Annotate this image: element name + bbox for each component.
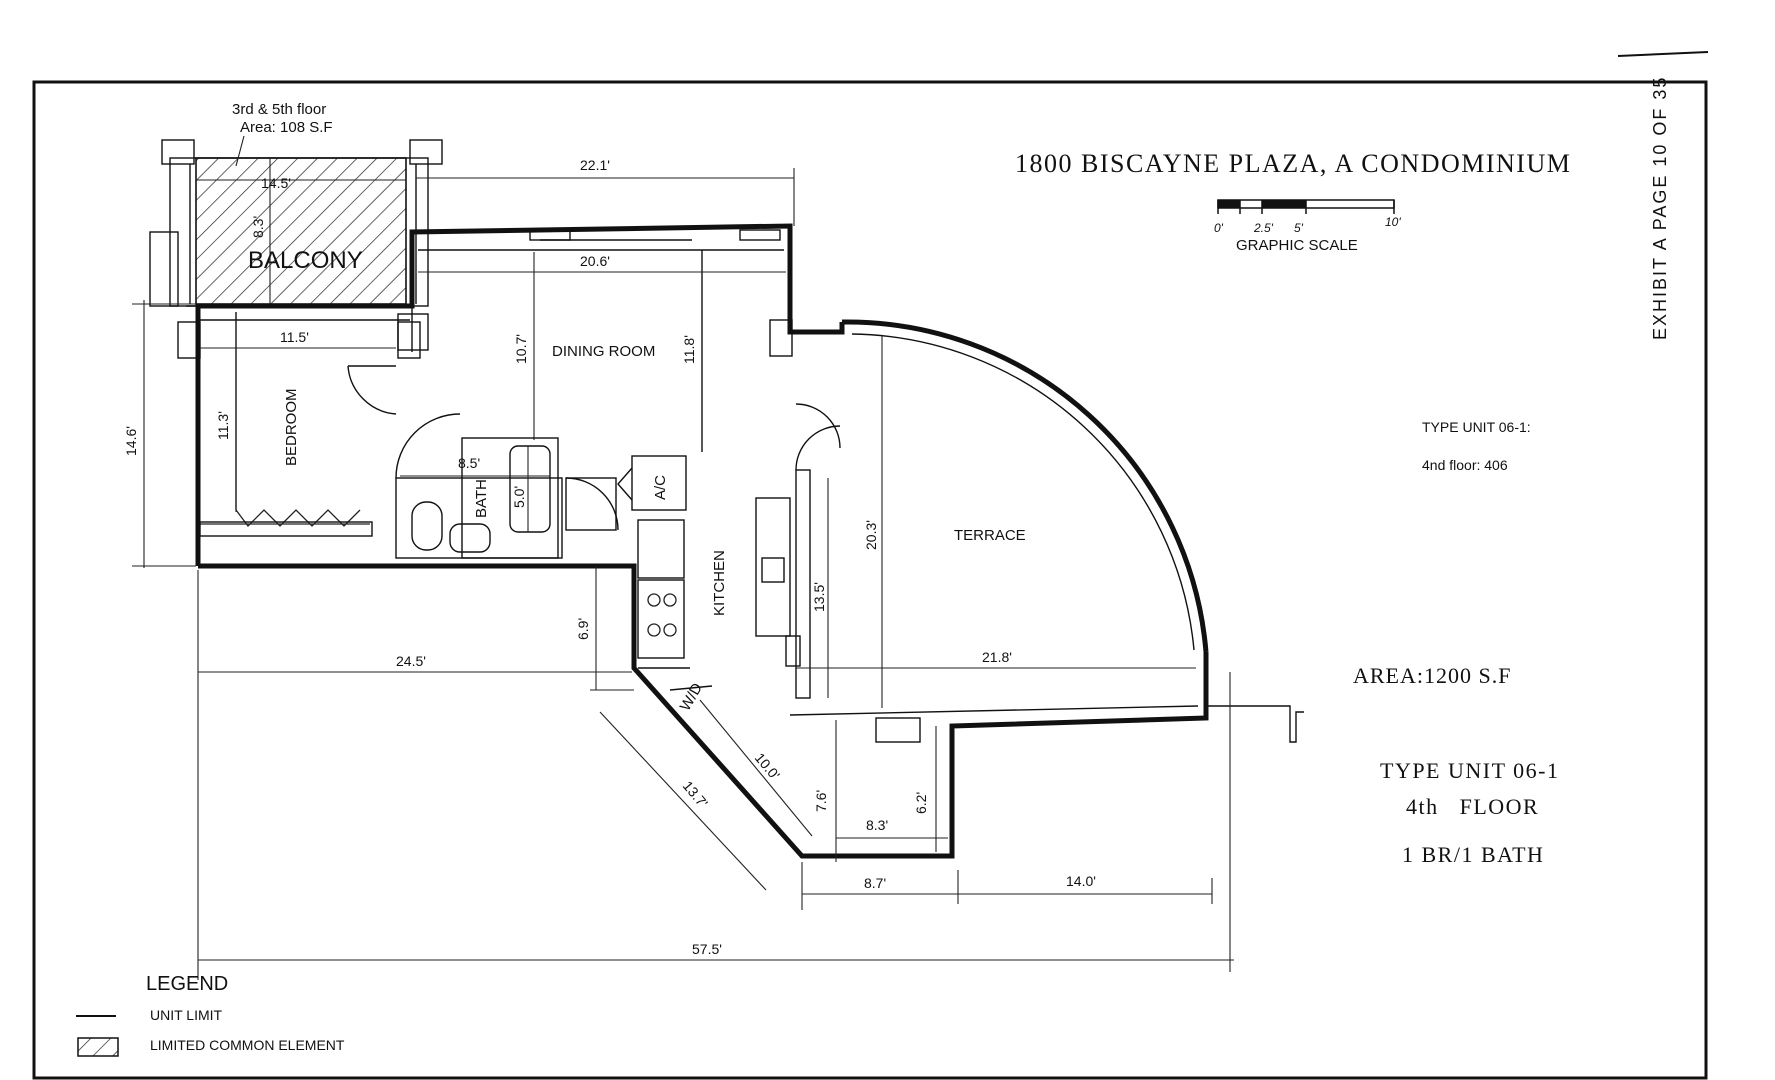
- area-label: AREA:1200 S.F: [1353, 663, 1511, 688]
- dim-bottom-a: 8.7': [864, 875, 886, 891]
- balcony-label: BALCONY: [248, 247, 363, 274]
- legend-title: LEGEND: [146, 973, 228, 995]
- unit-walls: [195, 223, 1209, 859]
- dim-kitchen-height: 13.5': [811, 582, 827, 612]
- unit-floor-note: 4nd floor: 406: [1422, 457, 1508, 473]
- legend-unit-limit-label: UNIT LIMIT: [150, 1007, 223, 1023]
- dim-wd-wall-line: [699, 699, 813, 837]
- unit-type-label: TYPE UNIT 06-1: [1380, 758, 1559, 783]
- sheet-border: [32, 80, 1708, 1080]
- dim-bath-width: 8.5': [458, 455, 480, 471]
- legend: LEGEND UNIT LIMIT LIMITED COMMON ELEMENT: [76, 973, 345, 1057]
- dim-bottom-b: 14.0': [1066, 873, 1096, 889]
- scale-tick-0: 0': [1214, 221, 1224, 235]
- ac-closet: [617, 455, 687, 511]
- bedroom-label: BEDROOM: [283, 388, 300, 466]
- balcony-area: [149, 139, 443, 307]
- unit-rooms-label: 1 BR/1 BATH: [1402, 842, 1544, 867]
- dim-bath-height: 5.0': [511, 486, 527, 508]
- dim-notch-height: 7.6': [813, 790, 829, 812]
- graphic-scale: 0' 2.5' 5' 10' GRAPHIC SCALE: [1214, 199, 1401, 254]
- dim-dining-height: 10.7': [513, 334, 529, 364]
- dim-notch-height-2: 6.2': [913, 792, 929, 814]
- dim-terrace-width: 21.8': [982, 649, 1012, 665]
- dim-dining-height-2: 11.8': [681, 335, 697, 364]
- dim-notch-width: 8.3': [866, 817, 888, 833]
- scale-tick-3: 10': [1385, 215, 1401, 229]
- page-note: EXHIBIT A PAGE 10 OF 35: [1650, 76, 1670, 340]
- kitchen-label: KITCHEN: [711, 550, 728, 616]
- ac-label: A/C: [652, 475, 669, 500]
- dim-balcony-depth: 8.3': [250, 216, 266, 238]
- wd-label: W/D: [677, 680, 706, 714]
- dining-label: DINING ROOM: [552, 343, 655, 360]
- dim-bedroom-width: 11.5': [280, 329, 309, 345]
- scale-tick-2: 5': [1294, 221, 1304, 235]
- sheet-title: 1800 BISCAYNE PLAZA, A CONDOMINIUM: [1015, 149, 1571, 178]
- terrace-label: TERRACE: [954, 527, 1026, 544]
- dim-kitchen-ext: 6.9': [575, 618, 591, 640]
- dim-wd-wall: 10.0': [752, 750, 783, 783]
- balcony-note-line2: Area: 108 S.F: [240, 119, 333, 136]
- dim-terrace-height: 20.3': [863, 520, 879, 550]
- bath-room: [395, 413, 619, 559]
- balcony-note-line1: 3rd & 5th floor: [232, 101, 326, 118]
- legend-hatch-symbol: [77, 1037, 119, 1057]
- kitchen-area: [637, 403, 841, 699]
- scale-tick-1: 2.5': [1253, 221, 1274, 235]
- dim-overall: 57.5': [692, 941, 722, 957]
- unit-floor-label: 4th FLOOR: [1406, 794, 1539, 819]
- dining-room: [397, 229, 793, 452]
- wd-closet-line: [669, 685, 713, 691]
- balcony-note-leader: [235, 135, 245, 167]
- terrace-railing-stub: [875, 705, 1304, 743]
- legend-hatch-label: LIMITED COMMON ELEMENT: [150, 1037, 345, 1053]
- dim-balcony-width: 14.5': [261, 175, 291, 191]
- dim-diag-out: 13.7': [680, 778, 711, 811]
- dim-bedroom-height: 11.3': [215, 411, 231, 440]
- dim-left-height: 14.6': [123, 426, 139, 456]
- unit-type-note: TYPE UNIT 06-1:: [1422, 419, 1531, 435]
- scale-label: GRAPHIC SCALE: [1236, 237, 1358, 254]
- dim-top-overall: 22.1': [580, 157, 610, 173]
- dim-lower-left: 24.5': [396, 653, 426, 669]
- dim-dining-width: 20.6': [580, 253, 610, 269]
- dim-diag-out-line: [599, 711, 767, 891]
- sheet-border-top-extension: [1617, 51, 1709, 57]
- bath-label: BATH: [473, 479, 490, 518]
